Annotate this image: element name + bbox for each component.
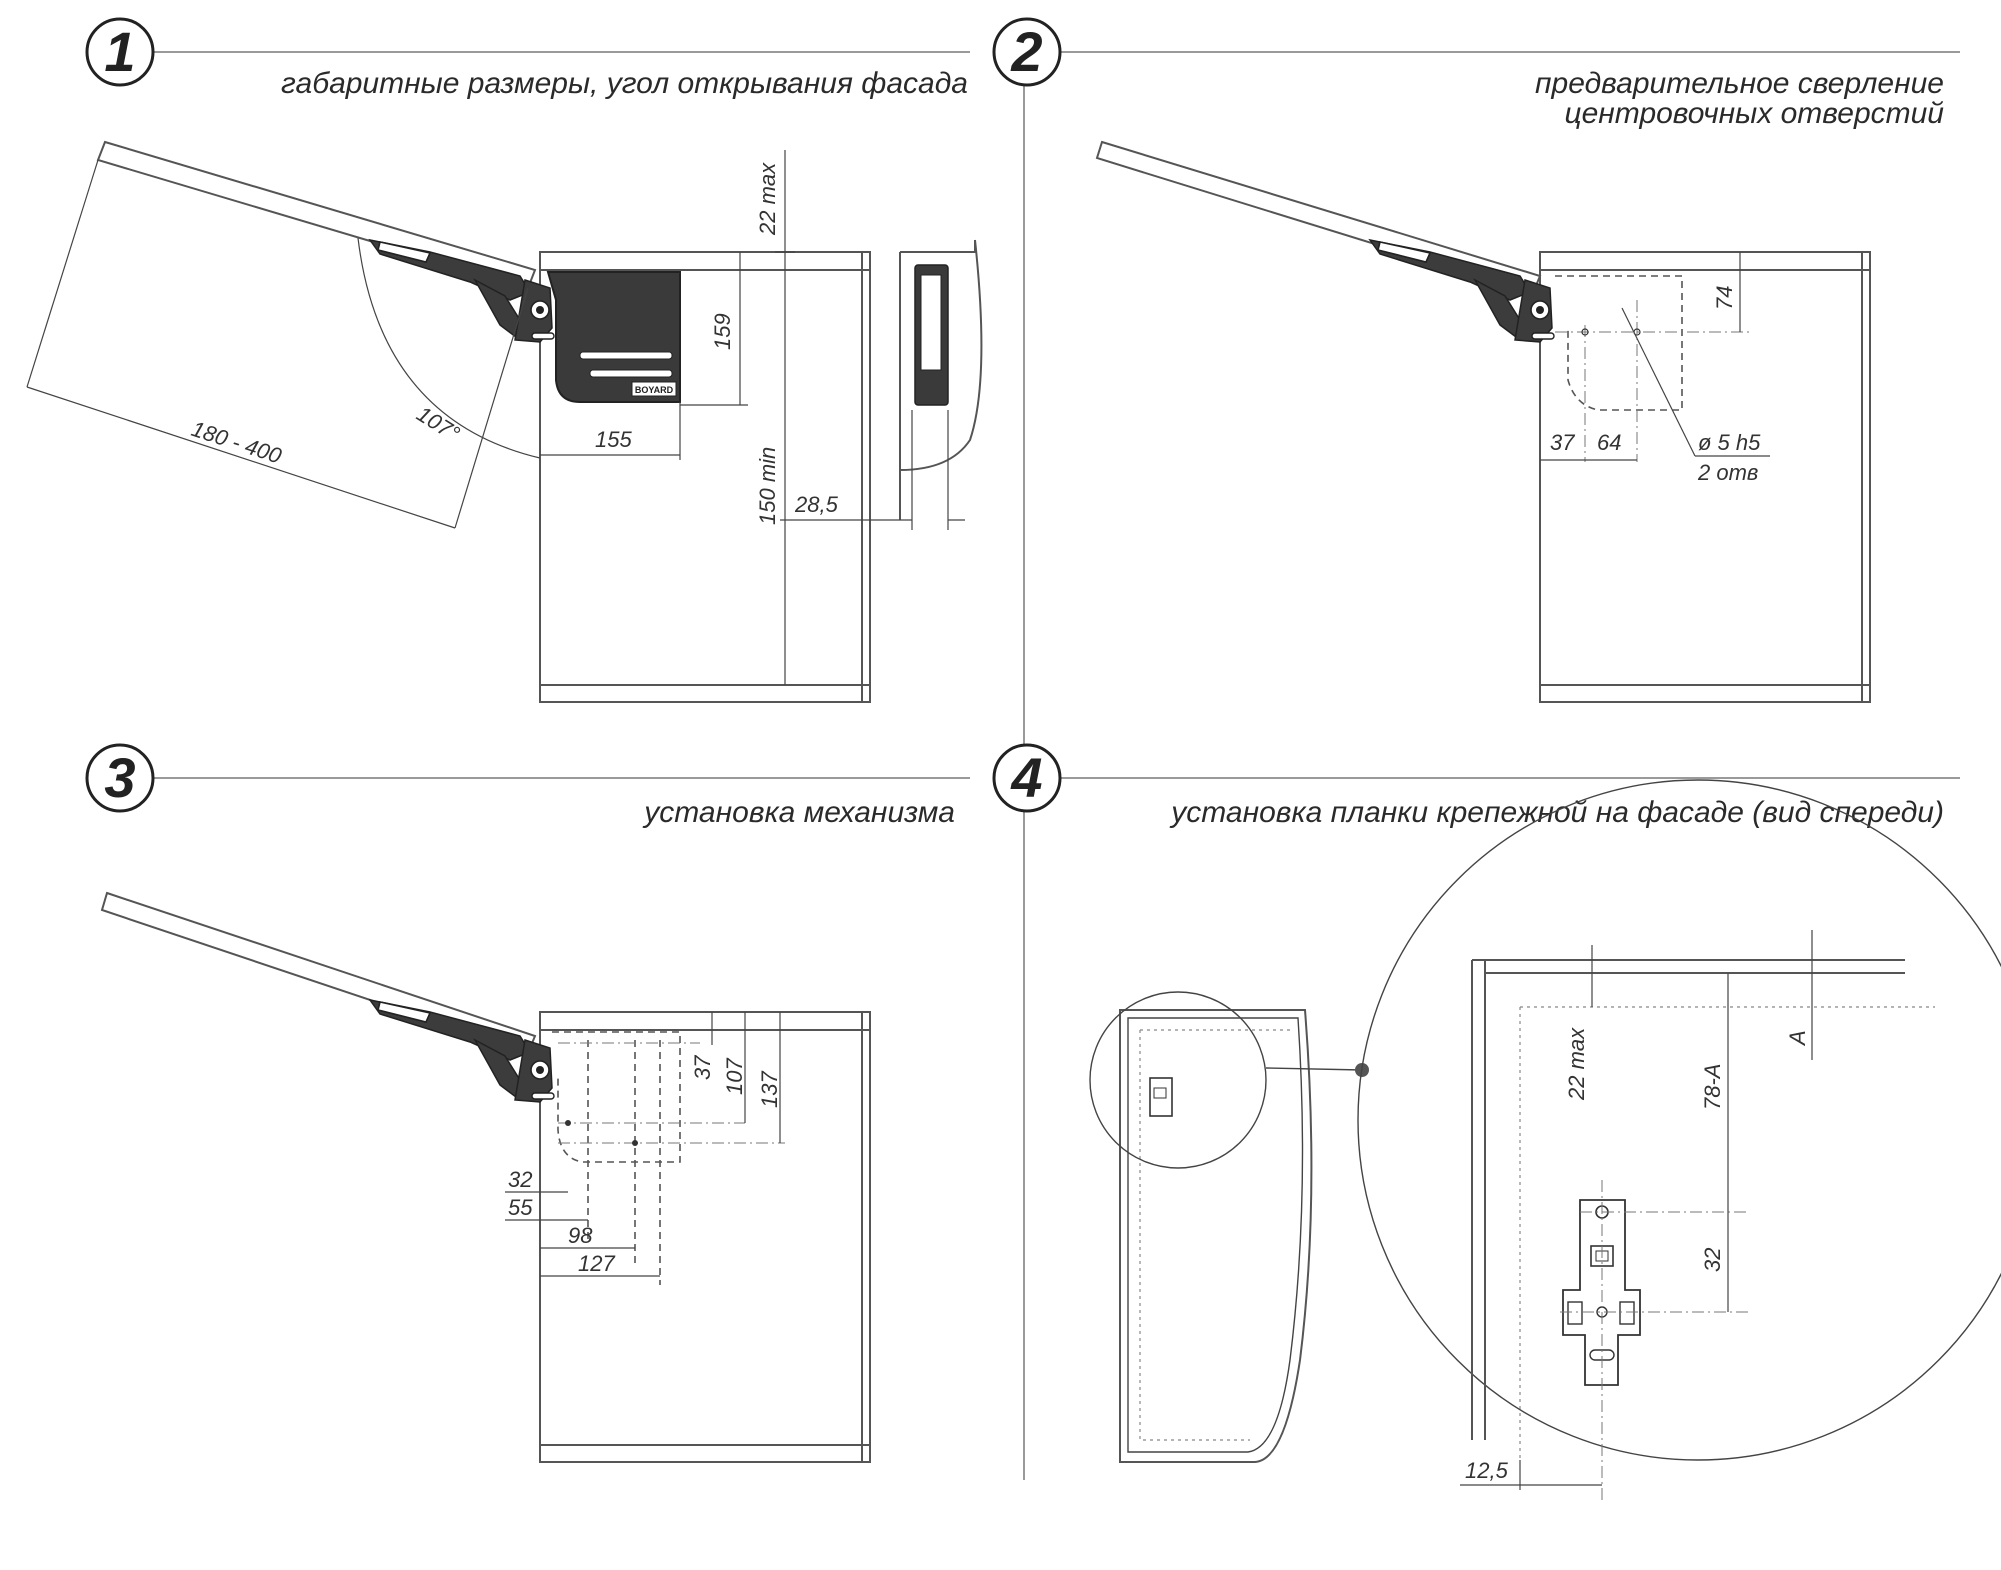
dim-155: 155: [595, 427, 632, 452]
dim-37: 37: [1550, 430, 1575, 455]
svg-text:2: 2: [1010, 20, 1042, 83]
dim-127: 127: [578, 1251, 615, 1276]
dim-159: 159: [710, 313, 735, 350]
dim-98: 98: [568, 1223, 593, 1248]
dim-32: 32: [1700, 1248, 1725, 1272]
dim-55: 55: [508, 1195, 533, 1220]
step-badge-4: 4: [992, 743, 1062, 813]
panel-1-dimensions-drawing: BOYARD 107° 180 - 400 155 159 22 max 150…: [26, 140, 983, 703]
panel-2-title-line-1: предварительное сверление: [1535, 67, 1944, 100]
panel-2-drilling-drawing: 74 37 64 ø 5 h5 2 отв: [1095, 140, 1871, 703]
dim-107: 107: [722, 1058, 747, 1095]
step-badge-2: 2: [992, 17, 1062, 87]
dim-74: 74: [1712, 286, 1737, 310]
dim-137: 137: [757, 1071, 782, 1108]
dim-hole-diameter: ø 5 h5: [1698, 430, 1761, 455]
panel-1-title: габаритные размеры, угол открывания фаса…: [281, 67, 968, 100]
dim-150-min: 150 min: [755, 447, 780, 525]
dim-37: 37: [690, 1055, 715, 1080]
dim-32: 32: [508, 1167, 532, 1192]
dim-22-max: 22 max: [1564, 1027, 1589, 1101]
dim-28-5: 28,5: [794, 492, 839, 517]
panel-2-title-line-2: центровочных отверстий: [1564, 97, 1944, 130]
dim-a: A: [1785, 1030, 1810, 1047]
panel-3-installation-drawing: 37 107 137 32 55 98 127: [100, 891, 871, 1463]
panel-4-title: установка планки крепежной на фасаде (ви…: [1169, 796, 1944, 829]
svg-text:4: 4: [1010, 746, 1042, 809]
svg-text:1: 1: [104, 20, 135, 83]
step-badge-1: 1: [85, 17, 155, 87]
dim-12-5: 12,5: [1465, 1458, 1509, 1483]
svg-text:3: 3: [104, 746, 135, 809]
step-badge-3: 3: [85, 743, 155, 813]
dim-hole-count: 2 отв: [1697, 460, 1758, 485]
boyard-logo: BOYARD: [635, 385, 674, 395]
panel-3-title: установка механизма: [642, 796, 955, 829]
dim-180-400: 180 - 400: [188, 416, 285, 469]
dim-64: 64: [1597, 430, 1621, 455]
dim-78-a: 78-A: [1700, 1064, 1725, 1110]
panel-4-front-mounting-drawing: 22 max A 78-A 32 12,5: [1089, 779, 2001, 1500]
dim-22-max: 22 max: [755, 162, 780, 236]
magnified-detail: 22 max A 78-A 32: [1471, 930, 1935, 1500]
dim-angle-107: 107°: [412, 401, 464, 446]
